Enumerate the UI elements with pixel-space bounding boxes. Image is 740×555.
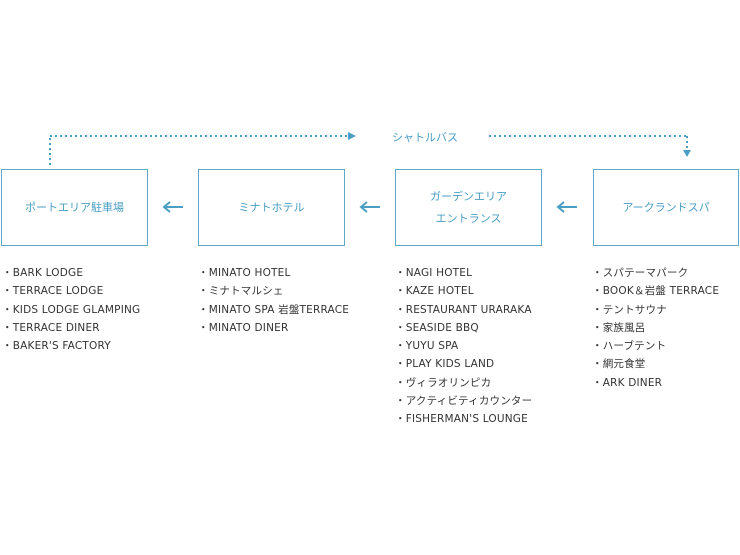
list-item: YUYU SPA xyxy=(399,337,532,355)
list-item: TERRACE DINER xyxy=(6,319,140,337)
list-item: PLAY KIDS LAND xyxy=(399,355,532,373)
shuttle-arrowhead-down-icon xyxy=(683,150,691,157)
shuttle-bus-label: シャトルバス xyxy=(392,131,458,144)
box-ark-land-spa: アークランドスパ xyxy=(593,169,739,246)
list-item: ハーブテント xyxy=(596,337,719,355)
list-item: ヴィラオリンピカ xyxy=(399,374,532,392)
list-item: FISHERMAN'S LOUNGE xyxy=(399,410,532,428)
box-label: ポートエリア駐車場 xyxy=(25,200,124,214)
ark-land-spa-facility-list: スパテーマパーク BOOK＆岩盤 TERRACE テントサウナ 家族風呂 ハーブ… xyxy=(596,264,719,392)
box-label-line-1: ガーデンエリア xyxy=(430,189,507,203)
box-label-line-2: エントランス xyxy=(435,211,502,225)
list-item: TERRACE LODGE xyxy=(6,282,140,300)
shuttle-arrowhead-right-icon xyxy=(348,132,356,140)
list-item: ARK DINER xyxy=(596,374,719,392)
list-item: NAGI HOTEL xyxy=(399,264,532,282)
box-garden-area-entrance: ガーデンエリア エントランス xyxy=(395,169,542,246)
list-item: RESTAURANT URARAKA xyxy=(399,301,532,319)
list-item: スパテーマパーク xyxy=(596,264,719,282)
list-item: 家族風呂 xyxy=(596,319,719,337)
list-item: KAZE HOTEL xyxy=(399,282,532,300)
box-label: ミナトホテル xyxy=(238,200,305,214)
box-label: アークランドスパ xyxy=(622,200,710,214)
left-arrow-icon xyxy=(556,201,577,213)
garden-area-facility-list: NAGI HOTEL KAZE HOTEL RESTAURANT URARAKA… xyxy=(399,264,532,429)
list-item: アクティビティカウンター xyxy=(399,392,532,410)
left-arrow-icon xyxy=(162,201,183,213)
list-item: テントサウナ xyxy=(596,301,719,319)
list-item: ミナトマルシェ xyxy=(202,282,349,300)
list-item: MINATO SPA 岩盤TERRACE xyxy=(202,301,349,319)
box-minato-hotel: ミナトホテル xyxy=(198,169,345,246)
box-port-area-parking: ポートエリア駐車場 xyxy=(1,169,148,246)
list-item: KIDS LODGE GLAMPING xyxy=(6,301,141,319)
minato-hotel-facility-list: MINATO HOTEL ミナトマルシェ MINATO SPA 岩盤TERRAC… xyxy=(202,264,349,337)
list-item: MINATO HOTEL xyxy=(202,264,349,282)
list-item: MINATO DINER xyxy=(202,319,349,337)
list-item: BARK LODGE xyxy=(6,264,140,282)
list-item: BAKER'S FACTORY xyxy=(6,337,140,355)
port-area-facility-list: BARK LODGE TERRACE LODGE KIDS LODGE GLAM… xyxy=(6,264,141,355)
list-item: BOOK＆岩盤 TERRACE xyxy=(596,282,719,300)
left-arrow-icon xyxy=(359,201,380,213)
list-item: SEASIDE BBQ xyxy=(399,319,532,337)
list-item: 網元食堂 xyxy=(596,355,719,373)
